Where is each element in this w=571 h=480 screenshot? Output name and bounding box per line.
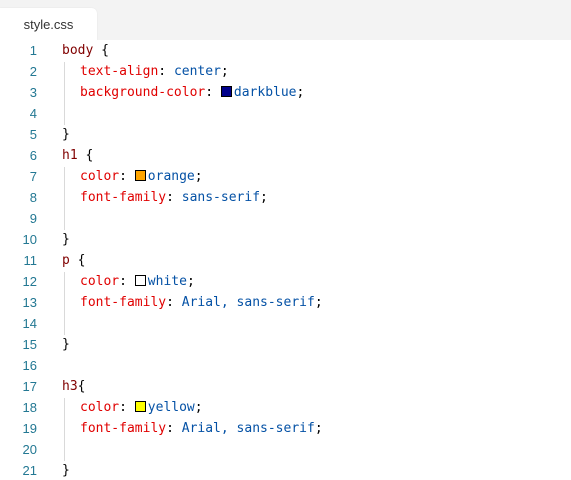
line-number: 11 bbox=[23, 253, 38, 268]
tab-bar: style.css bbox=[0, 0, 571, 40]
line-number: 18 bbox=[22, 400, 37, 415]
code-line[interactable]: 5 } bbox=[0, 124, 571, 145]
semicolon: ; bbox=[314, 295, 323, 310]
open-brace: { bbox=[69, 253, 86, 268]
line-number: 17 bbox=[22, 379, 37, 394]
line-number: 4 bbox=[29, 106, 37, 121]
code-line[interactable]: 3 background-color: darkblue; bbox=[0, 82, 571, 103]
property-name: font-family bbox=[80, 421, 167, 436]
line-number: 10 bbox=[22, 232, 37, 247]
line-number: 20 bbox=[22, 442, 37, 457]
color-swatch-orange[interactable] bbox=[134, 170, 146, 181]
semicolon: ; bbox=[186, 274, 195, 289]
property-value: sans-serif bbox=[181, 190, 261, 205]
line-number: 21 bbox=[22, 463, 37, 478]
indent-guide bbox=[64, 167, 65, 230]
code-line[interactable]: 8 font-family: sans-serif; bbox=[0, 187, 571, 208]
property-name: font-family bbox=[80, 190, 167, 205]
property-name: font-family bbox=[80, 295, 167, 310]
code-editor[interactable]: 1 body { 2 text-align: center; 3 backgro… bbox=[0, 40, 571, 480]
line-number: 6 bbox=[29, 148, 37, 163]
selector: h1 bbox=[62, 148, 78, 163]
property-value: orange bbox=[147, 169, 195, 184]
code-line[interactable]: 19 font-family: Arial, sans-serif; bbox=[0, 418, 571, 439]
line-number: 7 bbox=[29, 169, 37, 184]
line-number: 9 bbox=[29, 211, 37, 226]
code-line[interactable]: 9 bbox=[0, 208, 571, 229]
code-line[interactable]: 4 bbox=[0, 103, 571, 124]
code-line[interactable]: 12 color: white; bbox=[0, 271, 571, 292]
line-number: 13 bbox=[22, 295, 37, 310]
color-swatch-yellow[interactable] bbox=[134, 401, 146, 412]
close-brace: } bbox=[62, 337, 70, 352]
property-name: text-align bbox=[80, 64, 159, 79]
semicolon: ; bbox=[314, 421, 323, 436]
close-brace: } bbox=[62, 127, 70, 142]
selector: h3 bbox=[62, 379, 78, 394]
code-line[interactable]: 14 bbox=[0, 313, 571, 334]
close-brace: } bbox=[62, 463, 70, 478]
code-line[interactable]: 18 color: yellow; bbox=[0, 397, 571, 418]
code-line[interactable]: 21 } bbox=[0, 460, 571, 480]
code-line[interactable]: 16 bbox=[0, 355, 571, 376]
property-name: color bbox=[80, 400, 120, 415]
semicolon: ; bbox=[220, 64, 229, 79]
code-line[interactable]: 6 h1 { bbox=[0, 145, 571, 166]
line-number: 5 bbox=[29, 127, 37, 142]
property-value: center bbox=[173, 64, 221, 79]
selector: body bbox=[62, 43, 94, 58]
code-line[interactable]: 20 bbox=[0, 439, 571, 460]
semicolon: ; bbox=[296, 85, 305, 100]
open-brace: { bbox=[77, 379, 86, 394]
semicolon: ; bbox=[194, 169, 203, 184]
property-value: white bbox=[147, 274, 187, 289]
tab-style-css[interactable]: style.css bbox=[0, 8, 97, 40]
property-name: color bbox=[80, 169, 120, 184]
code-line[interactable]: 10 } bbox=[0, 229, 571, 250]
line-number: 19 bbox=[22, 421, 37, 436]
code-line[interactable]: 7 color: orange; bbox=[0, 166, 571, 187]
open-brace: { bbox=[93, 43, 109, 58]
property-value: yellow bbox=[147, 400, 195, 415]
close-brace: } bbox=[62, 232, 70, 247]
property-value: Arial, sans-serif bbox=[181, 421, 315, 436]
open-brace: { bbox=[77, 148, 94, 163]
indent-guide bbox=[64, 62, 65, 125]
line-number: 8 bbox=[29, 190, 37, 205]
line-number: 2 bbox=[29, 64, 37, 79]
property-value: darkblue bbox=[233, 85, 297, 100]
color-swatch-darkblue[interactable] bbox=[220, 86, 232, 97]
line-number: 1 bbox=[29, 43, 37, 58]
code-line[interactable]: 17 h3{ bbox=[0, 376, 571, 397]
line-number: 15 bbox=[22, 337, 37, 352]
semicolon: ; bbox=[260, 190, 268, 205]
property-name: background-color bbox=[80, 85, 206, 100]
semicolon: ; bbox=[194, 400, 203, 415]
line-number: 3 bbox=[29, 85, 37, 100]
line-number: 16 bbox=[22, 358, 37, 373]
code-line[interactable]: 1 body { bbox=[0, 40, 571, 61]
code-line[interactable]: 15 } bbox=[0, 334, 571, 355]
line-number: 12 bbox=[22, 274, 37, 289]
code-line[interactable]: 11 p { bbox=[0, 250, 571, 271]
selector: p bbox=[62, 253, 70, 268]
indent-guide bbox=[64, 398, 65, 461]
line-number: 14 bbox=[22, 316, 37, 331]
property-value: Arial, sans-serif bbox=[181, 295, 315, 310]
code-line[interactable]: 13 font-family: Arial, sans-serif; bbox=[0, 292, 571, 313]
property-name: color bbox=[80, 274, 120, 289]
tab-label: style.css bbox=[23, 16, 74, 32]
indent-guide bbox=[64, 272, 65, 335]
color-swatch-white[interactable] bbox=[134, 275, 146, 286]
code-line[interactable]: 2 text-align: center; bbox=[0, 61, 571, 82]
